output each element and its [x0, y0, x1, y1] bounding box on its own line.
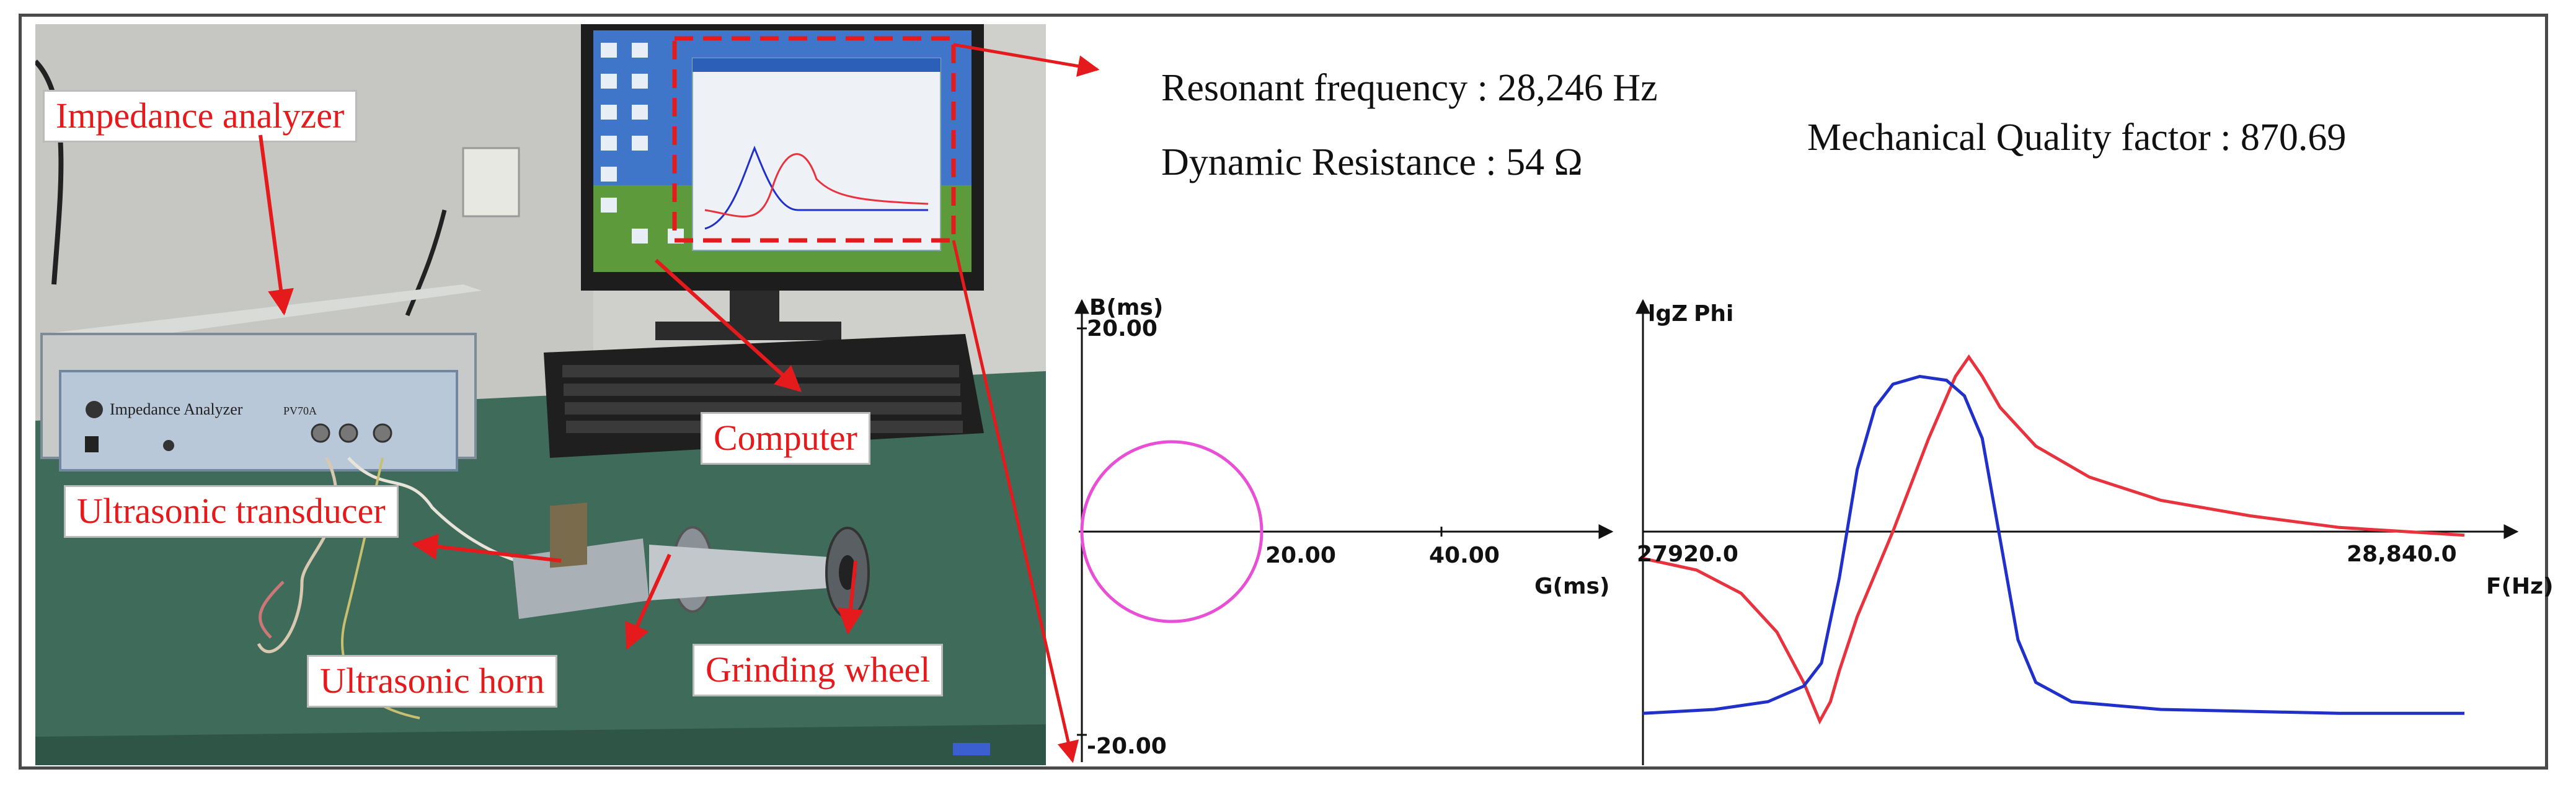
figure-frame: Impedance Analyzer PV70A — [19, 14, 2548, 770]
keyboard — [544, 334, 984, 458]
callout-computer: Computer — [701, 412, 870, 465]
metric-resonant-frequency: Resonant frequency : 28,246 Hz — [1161, 67, 1658, 109]
callout-grinding-wheel: Grinding wheel — [693, 644, 944, 696]
power-switch — [85, 436, 99, 452]
analyzer-knob — [86, 401, 103, 418]
analyzer-panel-text: Impedance Analyzer — [110, 400, 243, 418]
callout-ultrasonic-horn: Ultrasonic horn — [307, 655, 558, 708]
callout-ultrasonic-transducer: Ultrasonic transducer — [64, 485, 399, 538]
impedance-analyzer-device: Impedance Analyzer PV70A — [40, 284, 482, 472]
analyzer-software-window — [692, 58, 941, 251]
callout-impedance-analyzer: Impedance analyzer — [43, 90, 358, 143]
wall-outlet — [462, 147, 520, 217]
metric-dynamic-resistance: Dynamic Resistance : 54 Ω — [1161, 141, 1583, 183]
metric-quality-factor: Mechanical Quality factor : 870.69 — [1807, 116, 2347, 159]
analyzer-model-text: PV70A — [283, 405, 317, 417]
